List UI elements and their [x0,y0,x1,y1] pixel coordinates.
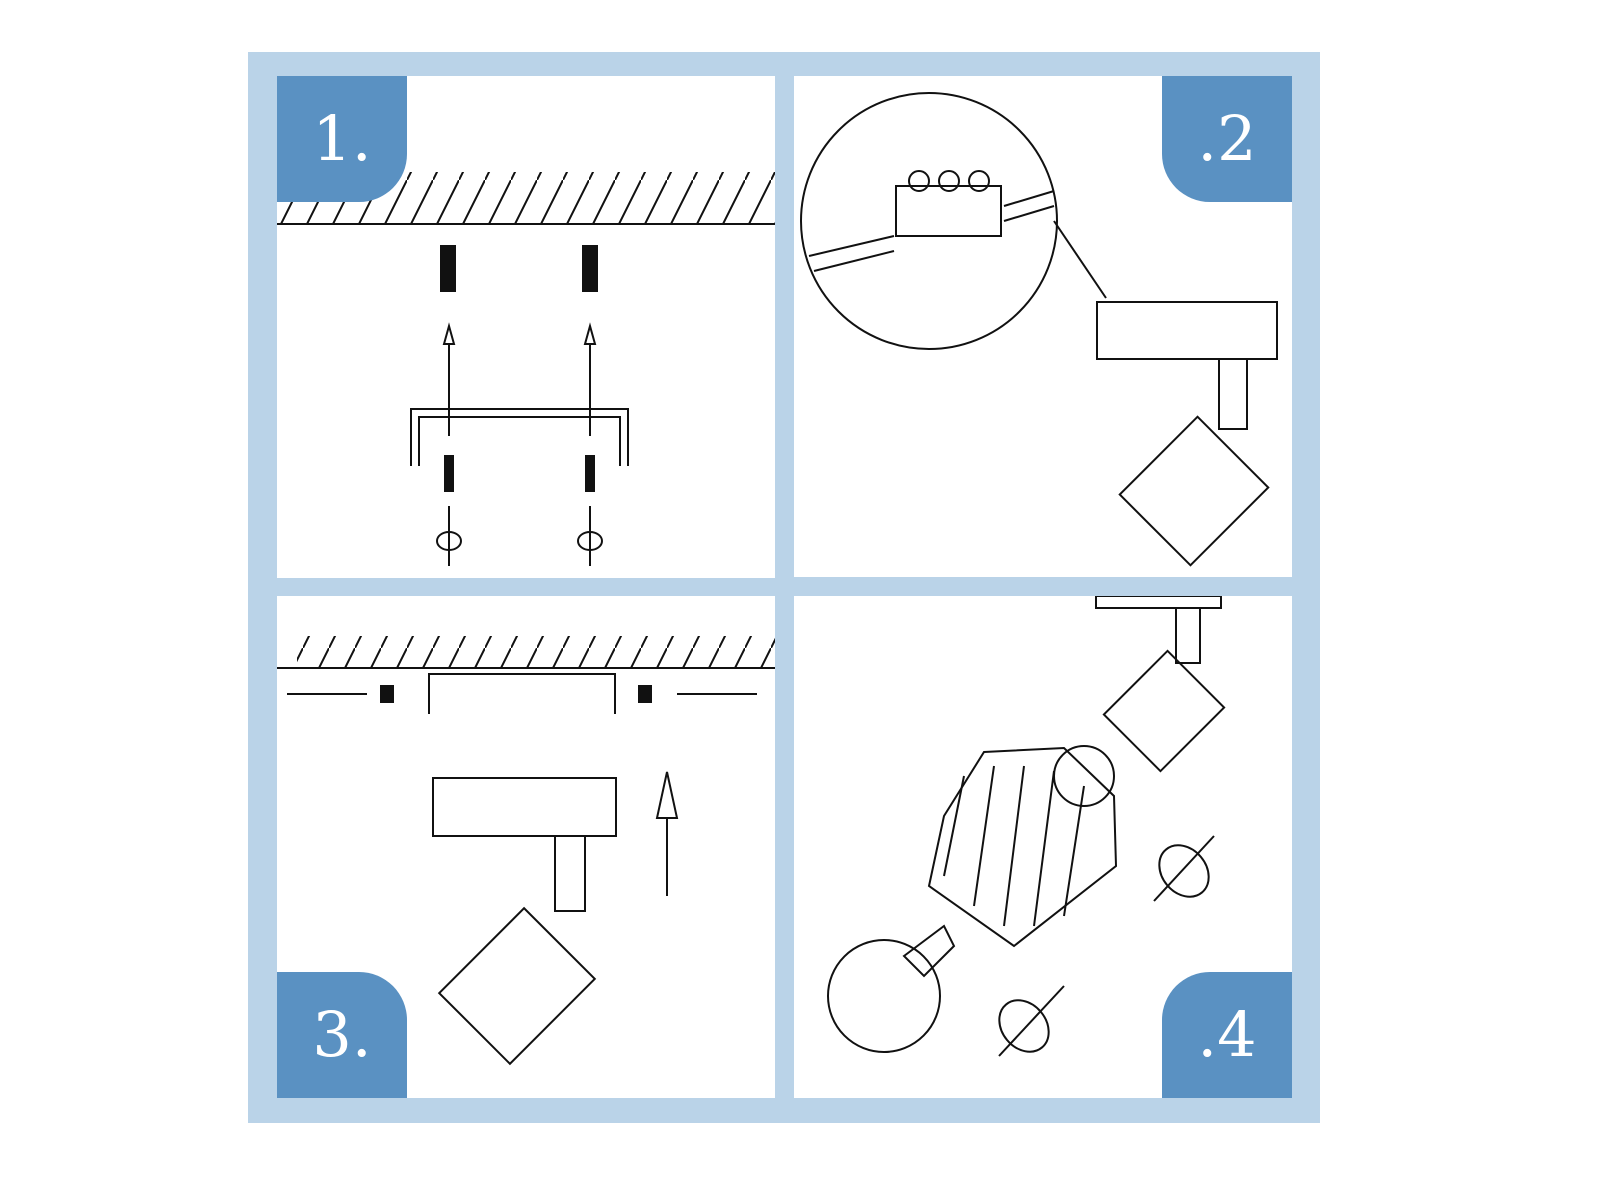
step-4-panel: .4 [794,596,1292,1098]
step-1-badge: 1. [277,76,407,202]
spot-head [437,906,597,1066]
ceiling-canopy [1096,301,1278,360]
step-4-badge: .4 [1162,972,1292,1098]
step-3-panel: 3. [277,596,775,1098]
bulb-shade-illustration [827,596,1226,1057]
step-2-badge: .2 [1162,76,1292,202]
light-bulb [827,939,941,1053]
screw-icon [585,455,595,492]
terminal-block [895,185,1002,237]
ceiling-canopy [432,777,617,837]
up-arrow-icon [655,771,679,819]
spot-head [1102,649,1226,773]
wall-plug-icon [440,245,456,292]
wall-plug-icon [582,245,598,292]
step-1-panel: 1. [277,76,775,578]
wiring-illustration [800,92,1278,567]
screw-icon [444,455,454,492]
step-2-panel: .2 [794,76,1292,577]
spot-head [1118,415,1270,567]
fixture-mounting-illustration [277,636,775,1066]
instruction-frame: 1. .2 3. [248,52,1320,1123]
step-3-badge: 3. [277,972,407,1098]
